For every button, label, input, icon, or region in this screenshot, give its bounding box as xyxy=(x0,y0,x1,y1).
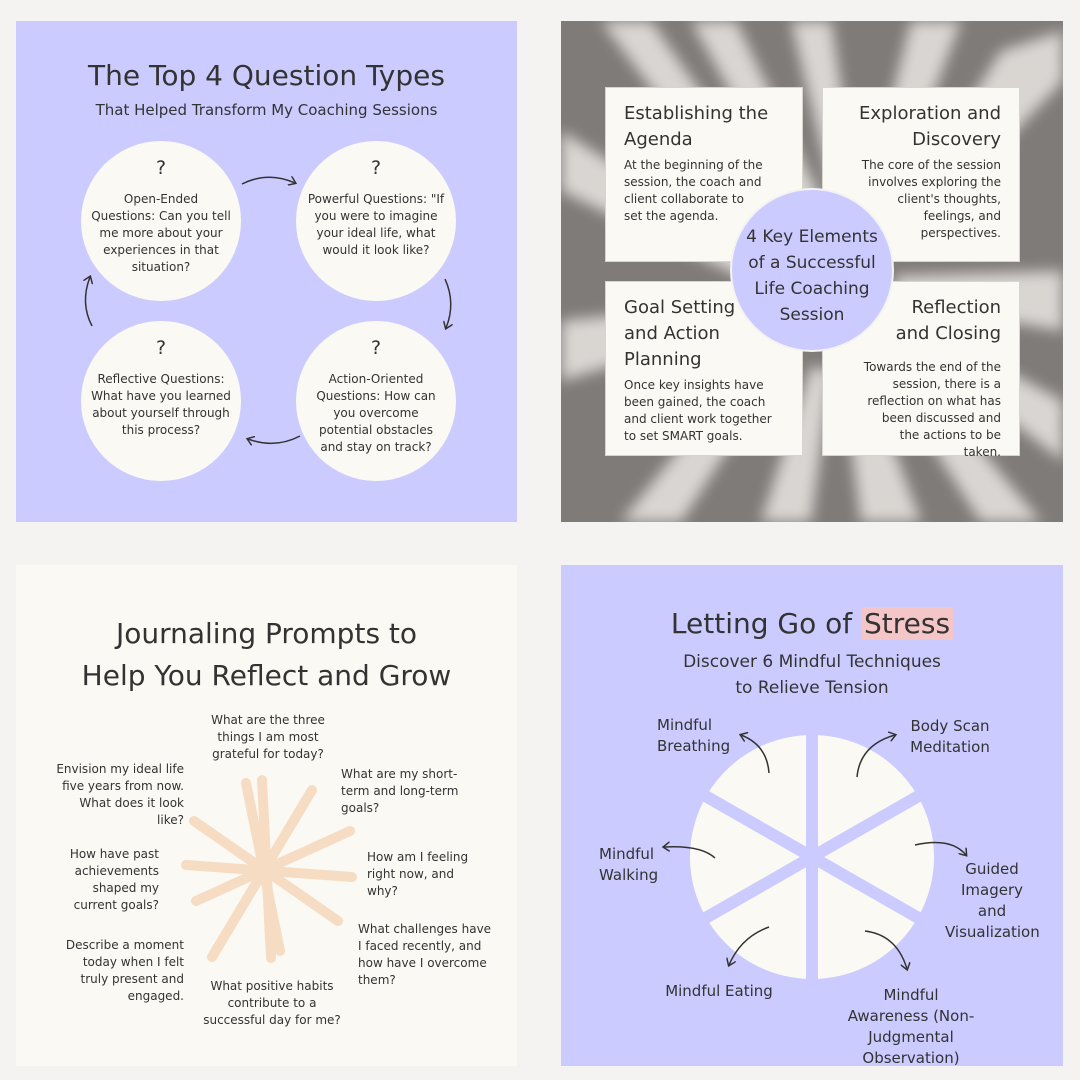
question-mark-icon: ? xyxy=(370,337,382,359)
panel-subtitle: Discover 6 Mindful Techniques to Relieve… xyxy=(561,649,1063,701)
question-mark-icon: ? xyxy=(370,157,382,179)
wheel-divider xyxy=(699,788,815,863)
question-text: Reflective Questions: What have you lear… xyxy=(91,372,231,437)
card-title: Establishing the Agenda xyxy=(624,103,769,150)
arrow-breathing xyxy=(741,735,770,774)
panel-title-line-2: Help You Reflect and Grow xyxy=(81,659,452,692)
card-title: Reflection and Closing xyxy=(895,297,1001,344)
journaling-prompts-panel: Journaling Prompts to Help You Reflect a… xyxy=(16,565,517,1066)
question-mark-icon: ? xyxy=(155,337,167,359)
arrow-right xyxy=(445,278,451,328)
prompt-goals: What are my short-term and long-term goa… xyxy=(341,767,459,815)
pie-wheel xyxy=(561,730,1063,984)
prompt-grateful: What are the three things I am most grat… xyxy=(211,713,325,761)
question-text: Powerful Questions: "If you were to imag… xyxy=(307,192,445,257)
technique-body-scan: Body Scan Meditation xyxy=(910,717,990,756)
card-title: Goal Setting and Action Planning xyxy=(624,297,736,370)
prompt-ideal-life: Envision my ideal life five years from n… xyxy=(56,762,184,827)
prompt-habits: What positive habits contribute to a suc… xyxy=(203,979,341,1027)
question-text: Open-Ended Questions: Can you tell me mo… xyxy=(91,192,231,274)
prompt-past-achievements: How have past achievements shaped my cur… xyxy=(69,847,159,912)
asterisk-star-icon xyxy=(181,775,357,963)
prompt-feeling: How am I feeling right now, and why? xyxy=(367,850,469,898)
panel-title: The Top 4 Question Types xyxy=(88,59,445,92)
center-circle-text: 4 Key Elements of a Successful Life Coac… xyxy=(746,227,878,325)
cycle-arrows xyxy=(16,21,517,522)
arrow-awareness xyxy=(864,930,907,969)
subtitle-line-2: to Relieve Tension xyxy=(735,678,889,698)
title-highlight: Stress xyxy=(861,607,954,640)
panel-subtitle: That Helped Transform My Coaching Sessio… xyxy=(95,101,438,119)
arrow-guided-imagery xyxy=(914,841,966,855)
mindful-techniques-panel: Letting Go of Stress Discover 6 Mindful … xyxy=(561,565,1063,1066)
question-mark-icon: ? xyxy=(155,157,167,179)
card-body: Once key insights have been gained, the … xyxy=(624,378,772,443)
question-text: Action-Oriented Questions: How can you o… xyxy=(316,372,436,454)
technique-mindful-eating: Mindful Eating xyxy=(665,982,773,1000)
reflective-question-circle: ? Reflective Questions: What have you le… xyxy=(81,321,241,481)
panel-title-line-1: Journaling Prompts to xyxy=(115,617,418,650)
arrow-eating xyxy=(729,926,770,965)
card-title: Exploration and Discovery xyxy=(859,103,1001,150)
wheel-divider xyxy=(809,788,925,863)
card-establishing-agenda: Establishing the Agenda At the beginning… xyxy=(605,87,803,262)
card-exploration-discovery: Exploration and Discovery The core of th… xyxy=(822,87,1020,262)
coaching-elements-panel: Establishing the Agenda At the beginning… xyxy=(561,21,1063,522)
center-circle: 4 Key Elements of a Successful Life Coac… xyxy=(730,188,894,352)
subtitle-line-1: Discover 6 Mindful Techniques xyxy=(683,652,941,672)
title-prefix: Letting Go of xyxy=(670,607,853,640)
action-oriented-question-circle: ? Action-Oriented Questions: How can you… xyxy=(296,321,456,481)
powerful-question-circle: ? Powerful Questions: "If you were to im… xyxy=(296,141,456,301)
prompt-present-moment: Describe a moment today when I felt trul… xyxy=(65,938,184,1003)
card-body: The core of the session involves explori… xyxy=(861,158,1001,240)
technique-mindful-walking: Mindful Walking xyxy=(599,845,659,884)
open-ended-question-circle: ? Open-Ended Questions: Can you tell me … xyxy=(81,141,241,301)
arrow-bottom xyxy=(248,435,301,443)
technique-mindful-awareness: Mindful Awareness (Non-Judgmental Observ… xyxy=(847,986,975,1066)
arrow-body-scan xyxy=(856,735,895,778)
technique-mindful-breathing: Mindful Breathing xyxy=(657,716,731,755)
card-body: At the beginning of the session, the coa… xyxy=(624,158,763,223)
prompt-challenges: What challenges have I faced recently, a… xyxy=(358,922,492,987)
arrow-left xyxy=(85,277,92,327)
technique-guided-imagery: Guided Imagery and Visualization xyxy=(945,860,1040,941)
wheel-divider xyxy=(809,851,925,926)
card-reflection-closing: Reflection and Closing Towards the end o… xyxy=(822,281,1020,459)
question-types-panel: The Top 4 Question Types That Helped Tra… xyxy=(16,21,517,522)
card-body: Towards the end of the session, there is… xyxy=(863,360,1001,459)
arrow-walking xyxy=(664,847,716,859)
arrow-top xyxy=(241,177,295,184)
panel-title: Letting Go of Stress xyxy=(561,607,1063,640)
wheel-divider xyxy=(699,851,815,926)
